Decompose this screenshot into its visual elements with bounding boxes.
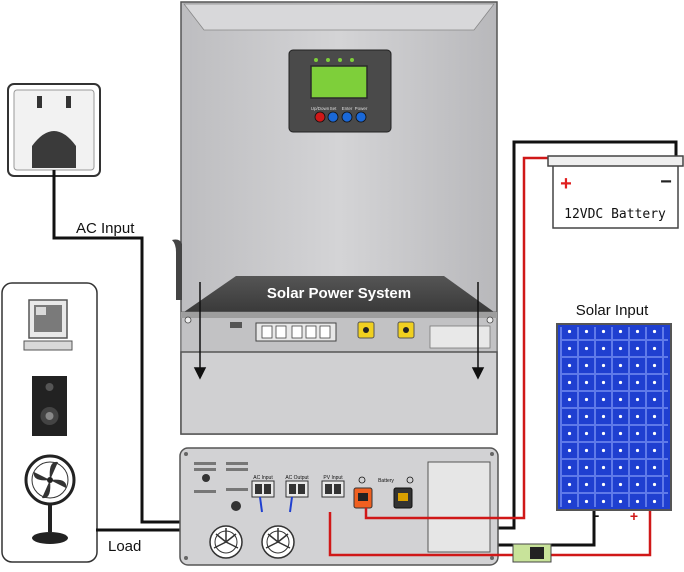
lcd-screen xyxy=(310,65,368,99)
ac-output-port: AC Output xyxy=(285,475,309,498)
solar-panel xyxy=(556,323,672,511)
lcd-button-label-3: Enter xyxy=(342,106,353,111)
lcd-button-label-1: Up/Down xyxy=(311,106,330,111)
wall-socket-icon xyxy=(7,83,101,177)
lcd-button-label-2: Set xyxy=(330,106,338,111)
red-wires xyxy=(328,156,652,557)
arrow-icon xyxy=(193,282,485,380)
battery-plus-sign: + xyxy=(560,173,572,195)
svg-text:AC Output: AC Output xyxy=(285,475,309,481)
speaker-icon xyxy=(32,376,67,436)
title-band xyxy=(184,276,494,312)
battery-positive-wire xyxy=(364,156,553,520)
inverter-unit: Up/Down Set Enter Power Solar Power Syst… xyxy=(172,1,498,435)
solar-input-label: Solar Input xyxy=(576,302,649,319)
set-button[interactable] xyxy=(327,111,339,123)
lcd-button-label-4: Power xyxy=(355,106,368,111)
load-appliances-panel xyxy=(1,282,98,563)
solar-plus-label: + xyxy=(630,508,638,524)
updown-button[interactable] xyxy=(314,111,326,123)
battery-minus-sign: − xyxy=(660,171,672,193)
ac-input-label: AC Input xyxy=(76,220,135,237)
svg-text:AC Input: AC Input xyxy=(253,475,273,481)
ac-input-port: AC Input xyxy=(251,475,275,498)
panel-title: Solar Power System xyxy=(267,285,411,302)
fan-icon xyxy=(24,454,76,544)
svg-text:Battery: Battery xyxy=(378,478,394,484)
computer-icon xyxy=(23,299,73,351)
battery-port: Battery xyxy=(353,476,414,509)
svg-text:PV Input: PV Input xyxy=(323,475,343,481)
battery-label: 12VDC Battery xyxy=(564,207,666,222)
power-button[interactable] xyxy=(355,111,367,123)
enter-button[interactable] xyxy=(341,111,353,123)
solar-positive-wire xyxy=(549,508,652,557)
internal-terminal-block xyxy=(255,322,337,342)
lcd-module: Up/Down Set Enter Power xyxy=(288,49,392,133)
battery-icon: + − 12VDC Battery xyxy=(547,155,684,229)
load-label: Load xyxy=(108,538,141,555)
solar-minus-label: - xyxy=(595,507,600,523)
fan-grille-icon xyxy=(209,525,295,559)
terminal-panel: AC Input AC Output PV Input Battery xyxy=(179,447,499,566)
switch-icon xyxy=(512,543,552,563)
pv-input-port: PV Input xyxy=(321,475,345,498)
